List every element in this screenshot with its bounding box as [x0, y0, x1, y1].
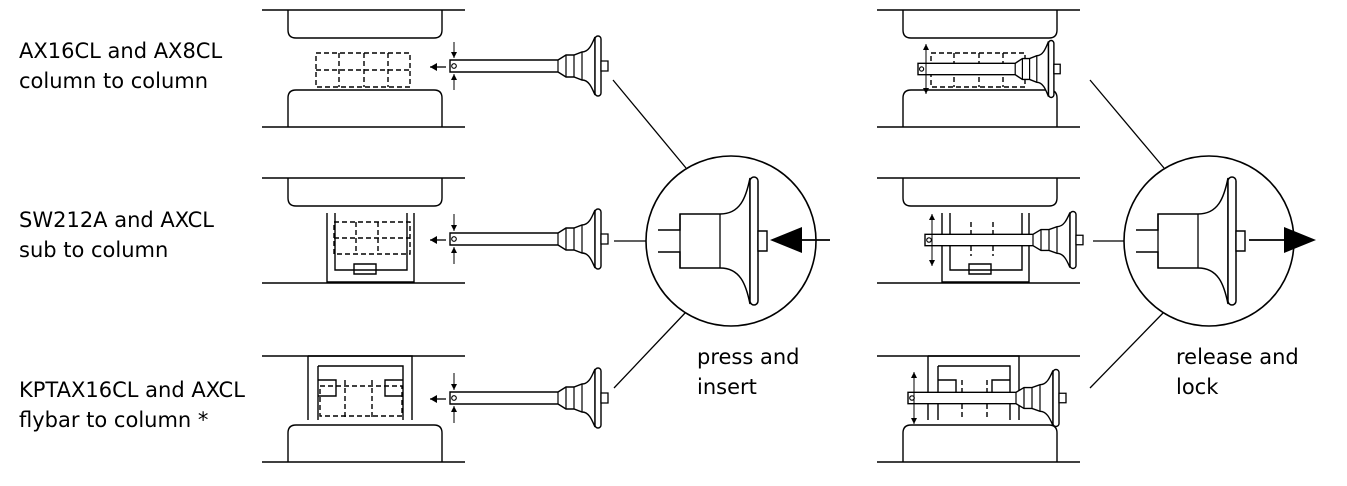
pin-row2-locked [924, 210, 1084, 270]
fitting-column-to-column [262, 10, 465, 127]
step-caption-line2: insert [697, 375, 757, 399]
step-caption-line2: lock [1176, 375, 1219, 399]
row-label-flybar-to-column: KPTAX16CL and AXCL flybar to column * [19, 375, 245, 435]
step-caption-line1: press and [697, 345, 800, 369]
push-arrow-icon [770, 227, 802, 253]
fitting-flybar-to-column [262, 356, 465, 462]
row-label-line1: AX16CL and AX8CL [19, 39, 223, 63]
pin-row2-insert [430, 208, 609, 270]
zoom-detail-press-and-insert [613, 80, 830, 388]
pin-row3-locked [907, 368, 1067, 428]
release-arrow-icon [1284, 227, 1316, 253]
step-caption-press-and-insert: press and insert [697, 342, 800, 402]
pin-row1-locked [917, 39, 1061, 99]
zoom-detail-release-and-lock [1090, 80, 1316, 388]
row-label-column-to-column: AX16CL and AX8CL column to column [19, 36, 222, 96]
row-label-line2: flybar to column * [19, 408, 209, 432]
row-label-sub-to-column: SW212A and AXCL sub to column [19, 205, 214, 265]
pin-row1-insert [430, 35, 609, 97]
row-label-line1: KPTAX16CL and AXCL [19, 378, 245, 402]
row-label-line1: SW212A and AXCL [19, 208, 214, 232]
pin-row3-insert [430, 367, 609, 429]
step-caption-release-and-lock: release and lock [1176, 342, 1299, 402]
fitting-sub-to-column [262, 178, 465, 283]
row-label-line2: sub to column [19, 238, 169, 262]
row-label-line2: column to column [19, 69, 209, 93]
step-caption-line1: release and [1176, 345, 1299, 369]
